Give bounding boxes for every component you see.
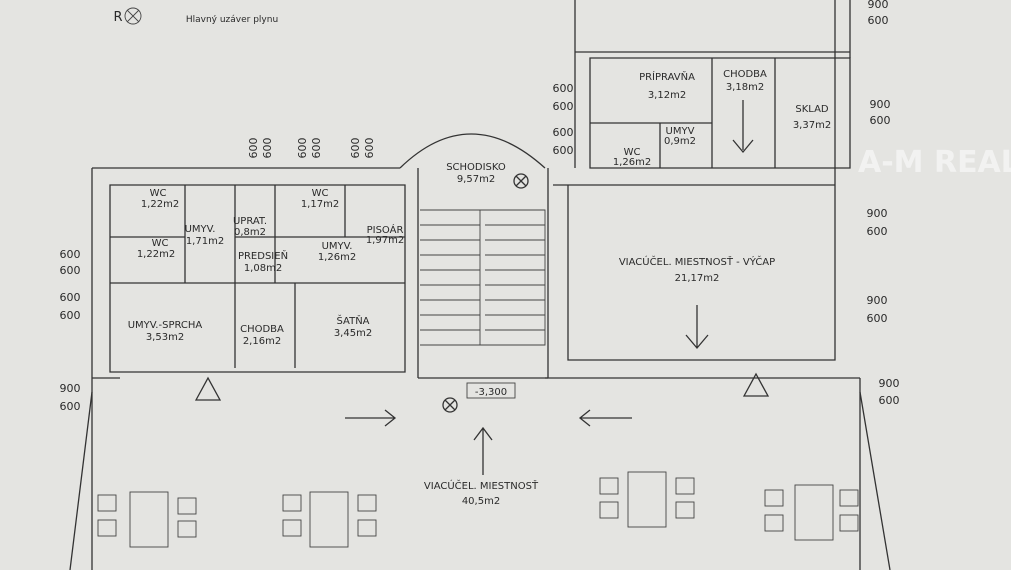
arrow-up-icon [473,426,493,475]
room-area: 3,37m2 [793,120,831,131]
furniture [97,471,859,548]
room-name: PREDSIEŇ [238,249,288,262]
room-area: 3,53m2 [146,332,184,343]
svg-text:600: 600 [867,312,888,325]
gas-valve-legend: R Hlavný uzáver plynu [113,7,278,25]
room-area: 1,97m2 [366,235,404,246]
room-area: 1,26m2 [613,157,651,168]
svg-text:600: 600 [867,225,888,238]
walls [69,0,891,570]
room-name: UMYV [666,126,695,137]
gas-valve-symbol-letter: R [113,10,122,25]
room-name: WC [150,188,167,199]
room-area: 3,18m2 [726,82,764,93]
room-area: 21,17m2 [675,273,720,284]
svg-text:600: 600 [868,14,889,27]
svg-text:900: 900 [867,294,888,307]
room-area: 1,22m2 [141,199,179,210]
svg-text:600: 600 [553,144,574,157]
room-name: UMYV. [185,224,216,235]
room-name: CHODBA [240,324,284,335]
gas-valve-icon [442,173,529,413]
direction-arrows [345,100,754,475]
svg-text:600: 600 [296,138,309,159]
room-name: WC [624,147,641,158]
level-mark: -3,300 [475,387,507,398]
hydrant-icon [194,372,770,401]
room-name: SKLAD [795,104,829,115]
svg-text:600: 600 [247,138,260,159]
svg-text:600: 600 [553,126,574,139]
level-box [466,382,516,399]
room-area: 40,5m2 [462,496,500,507]
room-name: ŠATŇA [336,314,369,327]
room-area: 9,57m2 [457,174,495,185]
svg-text:600: 600 [60,264,81,277]
room-name: WC [152,238,169,249]
room-name: VIACÚČEL. MIESTNOSŤ [424,479,539,492]
svg-text:900: 900 [60,382,81,395]
svg-text:600: 600 [60,291,81,304]
watermark-logo: A-M REAL [858,145,1011,180]
svg-text:600: 600 [870,114,891,127]
svg-text:600: 600 [879,394,900,407]
room-name: PISOÁR [367,223,404,236]
svg-text:600: 600 [553,100,574,113]
svg-text:600: 600 [60,309,81,322]
room-name: UPRAT. [233,216,267,227]
room-name: UMYV.-SPRCHA [128,320,203,331]
svg-text:600: 600 [60,248,81,261]
room-area: 1,71m2 [186,236,224,247]
room-area: 1,26m2 [318,252,356,263]
legend-text: Hlavný uzáver plynu [186,15,278,25]
room-area: 3,45m2 [334,328,372,339]
svg-text:600: 600 [60,400,81,413]
room-labels: WC1,22m2 UMYV.1,71m2 UPRAT.0,8m2 WC1,17m… [128,69,831,507]
room-name: SCHODISKO [446,162,506,173]
svg-text:900: 900 [868,0,889,11]
arrow-left-icon [578,409,632,427]
room-area: 0,8m2 [234,227,266,238]
room-area: 1,17m2 [301,199,339,210]
arrow-down-icon [732,100,754,154]
svg-text:900: 900 [870,98,891,111]
svg-text:600: 600 [553,82,574,95]
room-name: PRÍPRAVŇA [639,70,695,83]
room-area: 1,08m2 [244,263,282,274]
room-area: 0,9m2 [664,136,696,147]
svg-text:900: 900 [867,207,888,220]
room-name: VIACÚČEL. MIESTNOSŤ - VÝČAP [619,255,775,268]
svg-text:600: 600 [261,138,274,159]
room-area: 2,16m2 [243,336,281,347]
room-name: UMYV. [322,241,353,252]
svg-text:900: 900 [879,377,900,390]
arrow-down-icon [685,305,709,350]
svg-text:600: 600 [310,138,323,159]
gas-valve-icon [124,7,142,25]
room-area: 3,12m2 [648,90,686,101]
svg-text:600: 600 [363,138,376,159]
room-area: 1,22m2 [137,249,175,260]
svg-text:600: 600 [349,138,362,159]
room-name: CHODBA [723,69,767,80]
room-name: WC [312,188,329,199]
arrow-right-icon [345,409,397,427]
